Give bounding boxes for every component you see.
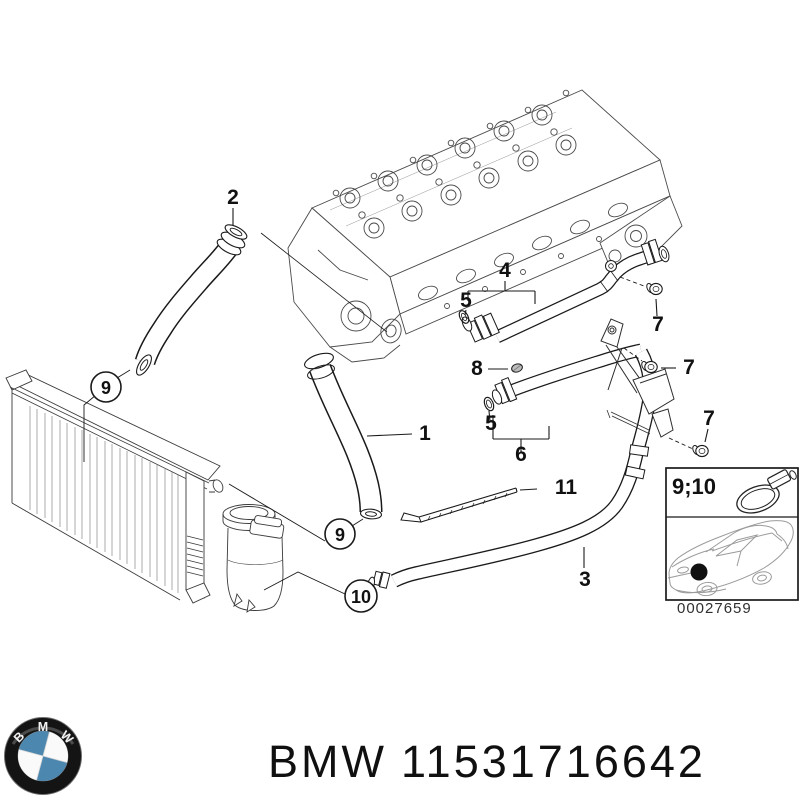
inset-box: 9;10 00027659	[665, 467, 799, 617]
strap-part11	[400, 487, 518, 523]
callout-5-lower: 5	[485, 412, 497, 435]
leader-lines	[83, 208, 709, 595]
callout-circle-9-lower: 9	[324, 518, 356, 550]
expansion-tank-drawing	[222, 504, 285, 613]
car-illustration	[667, 520, 794, 597]
bolts-part7	[641, 282, 709, 458]
callout-7-bottom: 7	[703, 407, 715, 430]
callout-3: 3	[579, 568, 591, 591]
svg-text:9: 9	[101, 378, 111, 398]
hose-clamp-icon	[736, 469, 797, 514]
hose-part2	[134, 224, 248, 376]
callout-7-middle: 7	[683, 356, 695, 379]
plug-part8	[511, 363, 523, 373]
callout-1: 1	[419, 422, 431, 445]
callout-7-top: 7	[652, 313, 664, 336]
callout-4: 4	[499, 259, 511, 282]
bolt-7-top	[646, 282, 663, 296]
callout-labels: 2 4 5 7 8 7 5 1 6 7 11 3 9 9 10	[90, 186, 715, 613]
hose-part1	[304, 352, 383, 520]
bolt-7-middle	[641, 360, 658, 374]
callout-2: 2	[227, 186, 239, 209]
inset-image-number: 00027659	[677, 600, 752, 617]
sealing-rings-part5	[458, 310, 495, 412]
part-number-text: 11531716642	[401, 736, 706, 787]
location-dot	[690, 563, 708, 581]
svg-text:10: 10	[351, 587, 371, 607]
radiator-drawing	[5, 369, 224, 604]
bolt-7-bottom	[692, 444, 709, 458]
callout-8: 8	[471, 357, 483, 380]
svg-text:9: 9	[335, 525, 345, 545]
mounting-bracket-drawing	[600, 318, 675, 438]
callout-circle-10: 10	[344, 579, 378, 613]
logo-letter-m: M	[38, 720, 48, 734]
water-pipe-part4	[461, 238, 670, 343]
part-number-line: BMW 11531716642	[268, 736, 706, 787]
callout-11: 11	[555, 476, 578, 499]
engine-cylinder-head-drawing	[287, 89, 683, 363]
radiator-fins	[29, 406, 179, 593]
callout-circle-9-upper: 9	[90, 371, 122, 403]
footer: B M W BMW 11531716642	[4, 717, 706, 795]
callout-5-upper: 5	[460, 289, 472, 312]
brand-text: BMW	[268, 736, 387, 787]
callout-6: 6	[515, 443, 527, 466]
inset-ref-label: 9;10	[672, 474, 716, 499]
bmw-logo: B M W	[4, 717, 82, 795]
